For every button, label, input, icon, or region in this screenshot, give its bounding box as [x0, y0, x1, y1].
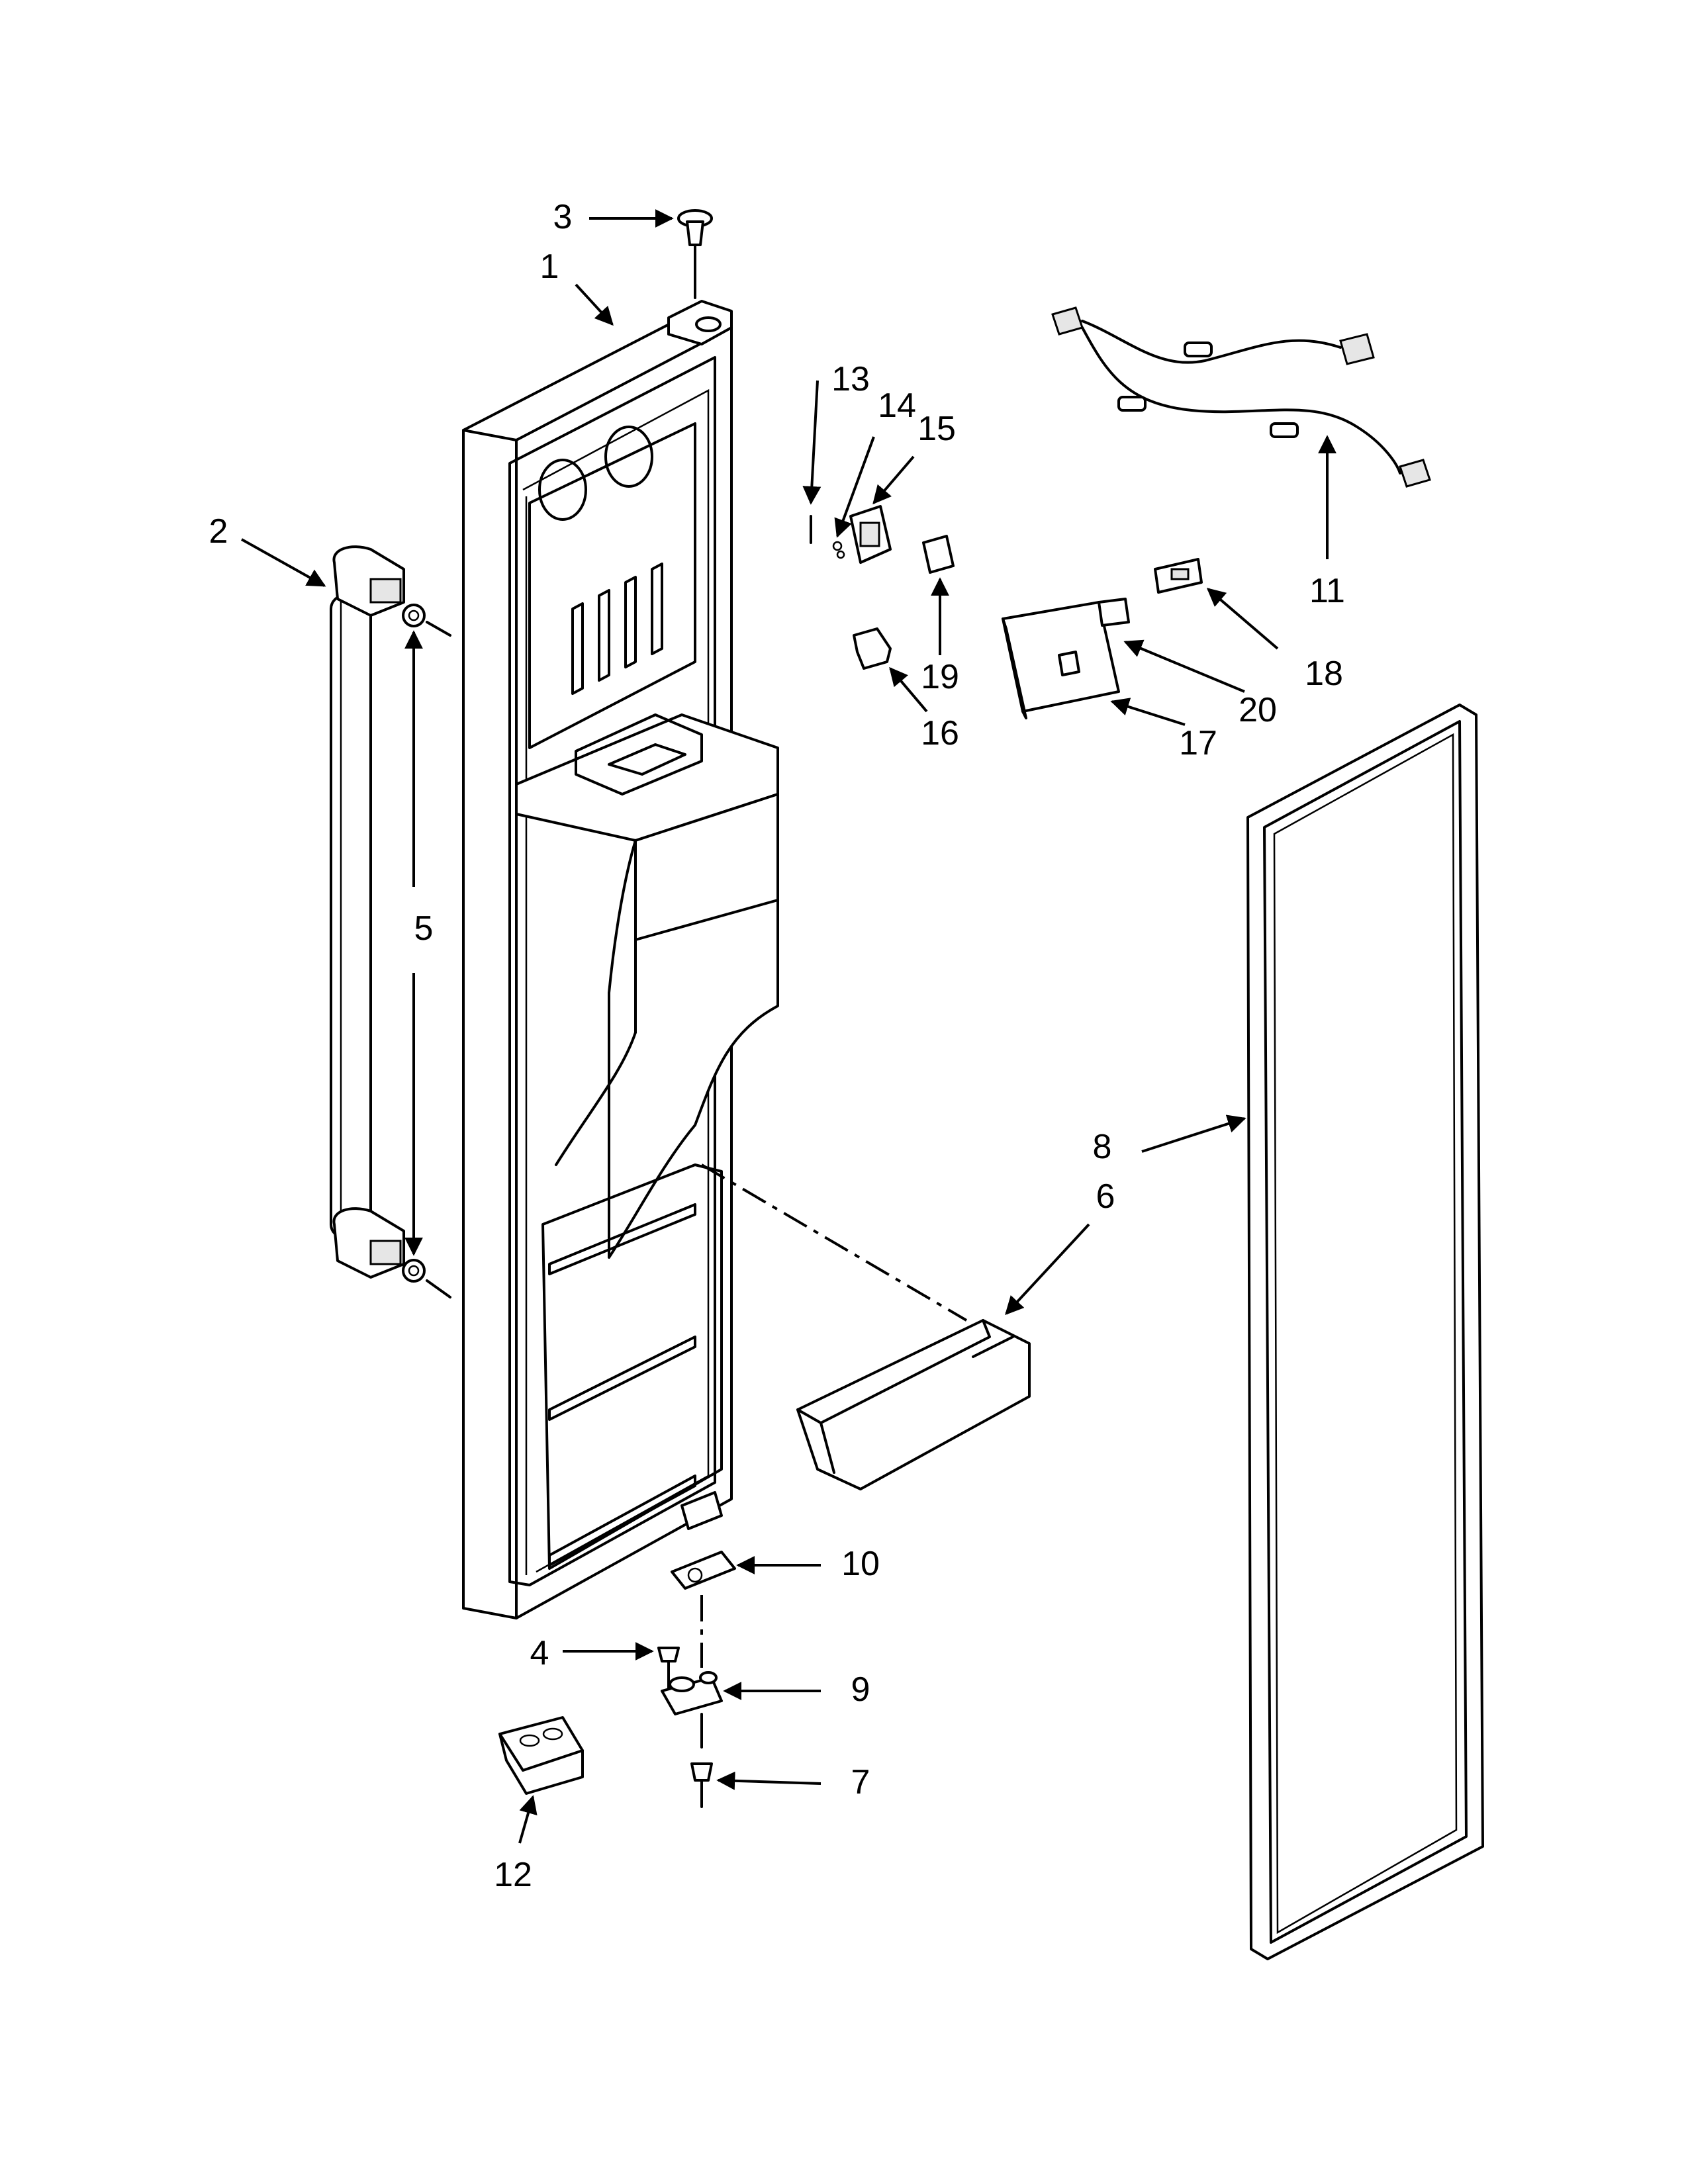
door-gasket: [1246, 704, 1484, 1960]
callout-7: 7: [851, 1763, 870, 1801]
callout-8: 8: [1093, 1128, 1112, 1166]
callout-20: 20: [1239, 691, 1277, 729]
hinge-shim: [671, 1551, 736, 1590]
callout-labels: 1 2 3 4 5 6 7 8 9 10 11 12 13 14 15 16 1…: [209, 198, 1345, 1894]
handle-plug: [402, 604, 451, 1298]
hinge-bushing: [677, 209, 713, 299]
callout-13: 13: [831, 360, 870, 398]
callout-3: 3: [553, 198, 573, 236]
bottom-hinge: [661, 1671, 723, 1749]
callout-10: 10: [841, 1545, 880, 1583]
callout-19: 19: [921, 658, 959, 696]
callout-11: 11: [1309, 572, 1345, 610]
hinge-screw-lower: [690, 1762, 713, 1808]
callout-17: 17: [1179, 724, 1217, 762]
callout-2: 2: [209, 512, 228, 551]
door-assembly: [462, 300, 779, 1619]
leader-lines: [241, 209, 1336, 1844]
door-bin: [796, 1319, 1031, 1490]
callout-12: 12: [494, 1856, 532, 1894]
door-handle: [330, 545, 405, 1279]
switch-module: [1154, 558, 1203, 594]
callout-6: 6: [1096, 1177, 1115, 1216]
callout-18: 18: [1305, 655, 1343, 693]
callout-14: 14: [878, 387, 916, 425]
wire-harness: [1051, 306, 1431, 488]
callout-1: 1: [540, 248, 559, 286]
hinge-cover: [498, 1716, 584, 1795]
dispenser-module: [1002, 598, 1130, 719]
callout-4: 4: [530, 1634, 549, 1672]
switch-parts: [810, 505, 955, 670]
callout-5: 5: [414, 909, 434, 948]
callout-9: 9: [851, 1670, 870, 1709]
callout-16: 16: [921, 714, 959, 752]
callout-15: 15: [917, 410, 956, 448]
